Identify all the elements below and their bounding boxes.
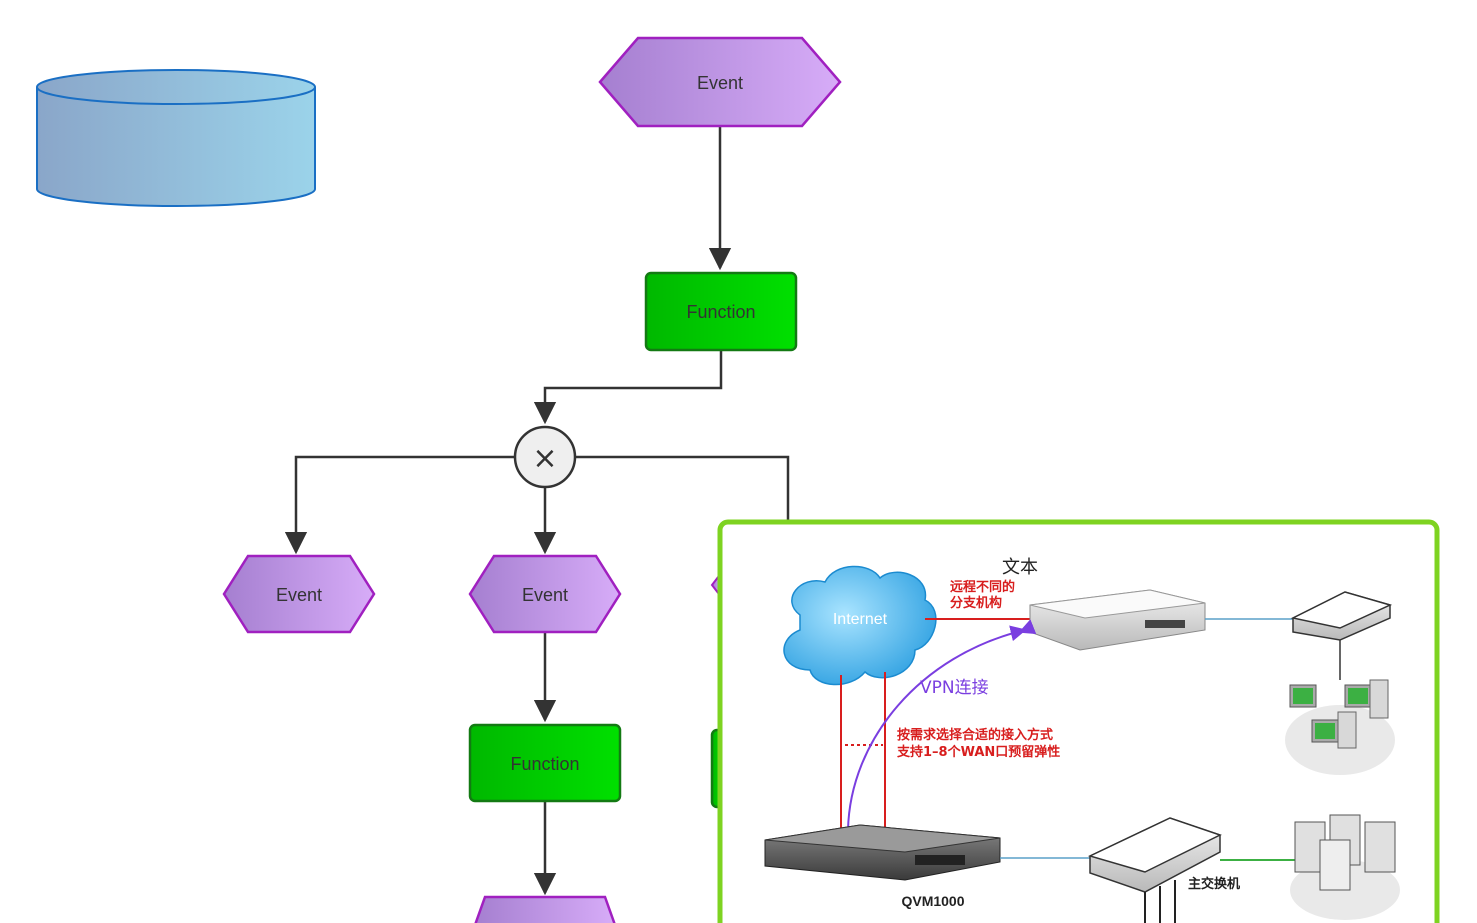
network-image-frame[interactable]: 文本 Internet 远程不同的 分支机构 VPN连接 按需求选择合适的接入方… bbox=[717, 519, 1440, 923]
access-line1: 按需求选择合适的接入方式 bbox=[897, 727, 1053, 743]
vpn-connection-arrow bbox=[847, 625, 1027, 831]
function-2-label: Function bbox=[510, 754, 579, 774]
internet-cloud-icon: Internet bbox=[783, 565, 937, 686]
image-caption: 文本 bbox=[1002, 557, 1038, 578]
connector-xor-to-right bbox=[576, 455, 790, 522]
event-left-label: Event bbox=[276, 585, 322, 605]
event-left[interactable]: Event bbox=[222, 554, 376, 634]
access-line2: 支持1–8个WAN口预留弹性 bbox=[896, 744, 1060, 760]
connector-function-to-xor bbox=[533, 350, 723, 425]
database-shape[interactable] bbox=[36, 69, 316, 207]
connector-xor-to-left-event bbox=[284, 455, 515, 555]
qvm-router-icon bbox=[764, 824, 1001, 881]
vpn-label: VPN连接 bbox=[920, 678, 989, 698]
xor-gateway[interactable]: × bbox=[513, 425, 577, 489]
function-1[interactable]: Function bbox=[644, 271, 798, 352]
event-middle[interactable]: Event bbox=[468, 554, 622, 634]
event-bottom-partial[interactable] bbox=[474, 895, 616, 923]
device-model-label: QVM1000 bbox=[901, 893, 964, 909]
event-top-label: Event bbox=[697, 73, 743, 93]
function-1-label: Function bbox=[686, 302, 755, 322]
branch-switch-icon bbox=[1290, 591, 1393, 641]
server-group-icon bbox=[1290, 814, 1400, 920]
main-switch-label: 主交换机 bbox=[1188, 876, 1240, 892]
event-middle-label: Event bbox=[522, 585, 568, 605]
connectors bbox=[284, 126, 790, 896]
branch-label-line2: 分支机构 bbox=[950, 595, 1002, 611]
branch-label-line1: 远程不同的 bbox=[950, 579, 1015, 595]
internet-label: Internet bbox=[833, 611, 888, 628]
xor-icon: × bbox=[532, 441, 557, 476]
workstation-group-icon bbox=[1285, 679, 1395, 775]
branch-router-icon bbox=[1029, 589, 1206, 651]
main-switch-icon bbox=[1087, 817, 1222, 893]
function-2[interactable]: Function bbox=[468, 723, 622, 803]
event-top[interactable]: Event bbox=[598, 36, 842, 128]
